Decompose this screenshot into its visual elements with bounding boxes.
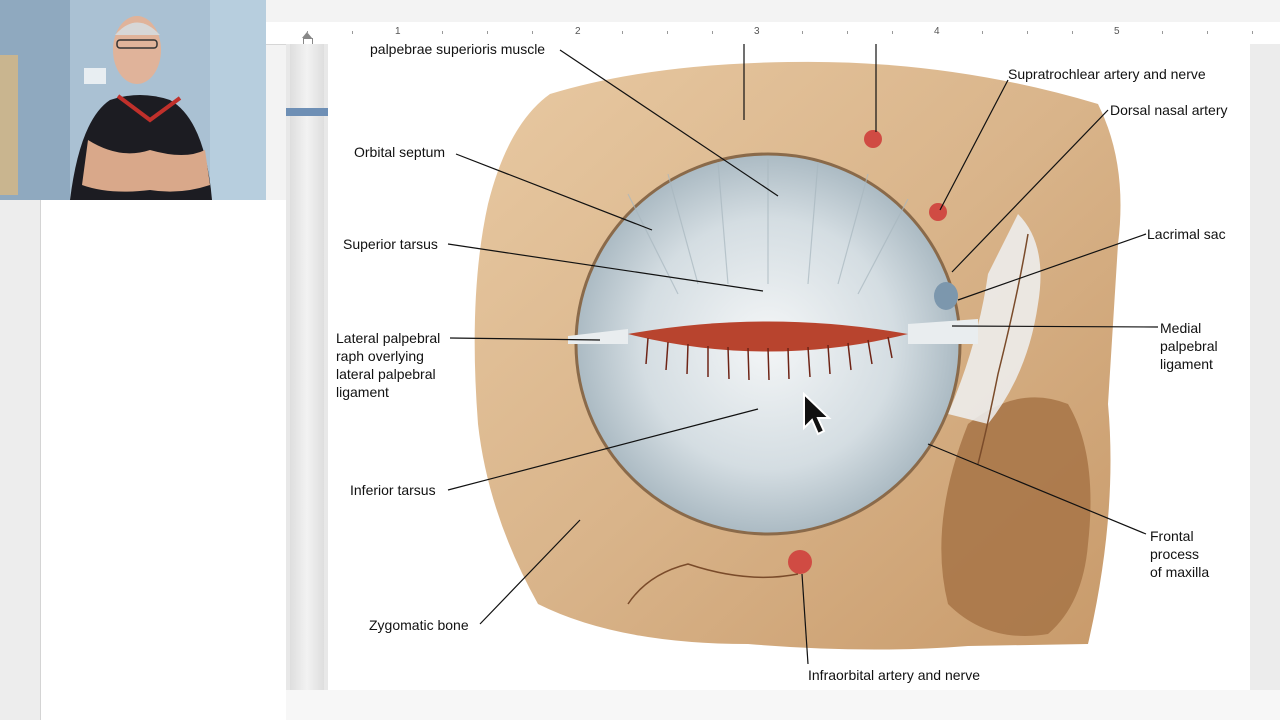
ruler-tick: [307, 31, 308, 34]
presenter-webcam: [0, 0, 266, 200]
label-zygomatic-bone: Zygomatic bone: [369, 617, 469, 633]
ruler-number: 5: [1114, 26, 1120, 37]
mouse-pointer-icon: [803, 392, 832, 436]
ruler-tick: [352, 31, 353, 34]
maxilla-shadow: [941, 397, 1091, 636]
septum-fibers: [627, 159, 909, 295]
ruler-tick: [892, 31, 893, 34]
ruler-tick: [1027, 31, 1028, 34]
frontal-process: [948, 214, 1041, 424]
label-levator: palpebrae superioris muscle: [370, 44, 546, 57]
ruler-tick: [487, 31, 488, 34]
right-margin: [1250, 44, 1280, 690]
infraorbital-vessel: [788, 550, 812, 574]
leader-lines: [447, 44, 1159, 665]
label-superior-tarsus: Superior tarsus: [343, 236, 438, 252]
ruler-tick: [667, 31, 668, 34]
ruler-tick: [1072, 31, 1073, 34]
vessel-branch: [977, 233, 1029, 465]
ruler-tick: [1207, 31, 1208, 34]
ruler-tick: [532, 31, 533, 34]
status-strip: [286, 690, 1280, 720]
page-edge: [290, 44, 324, 690]
ruler-number: 1: [395, 26, 401, 37]
ruler-number: 3: [754, 26, 760, 37]
section-marker: [286, 108, 328, 116]
supratrochlear-vessel: [864, 130, 882, 148]
document-page[interactable]: palpebrae superioris muscle Orbital sept…: [328, 44, 1250, 690]
ruler-tick: [712, 31, 713, 34]
palpebral-fissure: [628, 321, 908, 352]
ruler-tick: [802, 31, 803, 34]
label-supratrochlear: Supratrochlear artery and nerve: [1008, 66, 1206, 82]
label-inferior-tarsus: Inferior tarsus: [350, 482, 436, 498]
ruler-tick: [622, 31, 623, 34]
label-dorsal-nasal: Dorsal nasal artery: [1110, 102, 1228, 118]
label-frontal-process: Frontal process of maxilla: [1150, 528, 1210, 580]
label-lacrimal-sac: Lacrimal sac: [1147, 226, 1226, 242]
dorsal-nasal-vessel: [929, 203, 947, 221]
ruler-tick: [1162, 31, 1163, 34]
ruler-tick: [982, 31, 983, 34]
label-infraorbital: Infraorbital artery and nerve: [808, 667, 980, 683]
label-orbital-septum: Orbital septum: [354, 144, 446, 160]
ruler-tick: [847, 31, 848, 34]
eyelashes: [645, 336, 893, 381]
horizontal-ruler[interactable]: 1 2 3 4 5: [266, 22, 1280, 45]
eyelid-anatomy-illustration: [447, 44, 1159, 665]
medial-ligament-shape: [908, 319, 978, 344]
first-line-indent-icon[interactable]: [302, 32, 312, 38]
presenter-video-icon: [0, 0, 266, 200]
side-pane: [41, 200, 286, 720]
ruler-number: 2: [575, 26, 581, 37]
vessel-branch: [627, 563, 799, 605]
lacrimal-sac-shape: [934, 282, 958, 310]
label-lateral-raphe: Lateral palpebral raph overlying lateral…: [336, 330, 441, 400]
ruler-number: 4: [934, 26, 940, 37]
ruler-tick: [442, 31, 443, 34]
ruler-tick: [1252, 31, 1253, 34]
label-medial-ligament: Medial palpebral ligament: [1160, 320, 1218, 372]
